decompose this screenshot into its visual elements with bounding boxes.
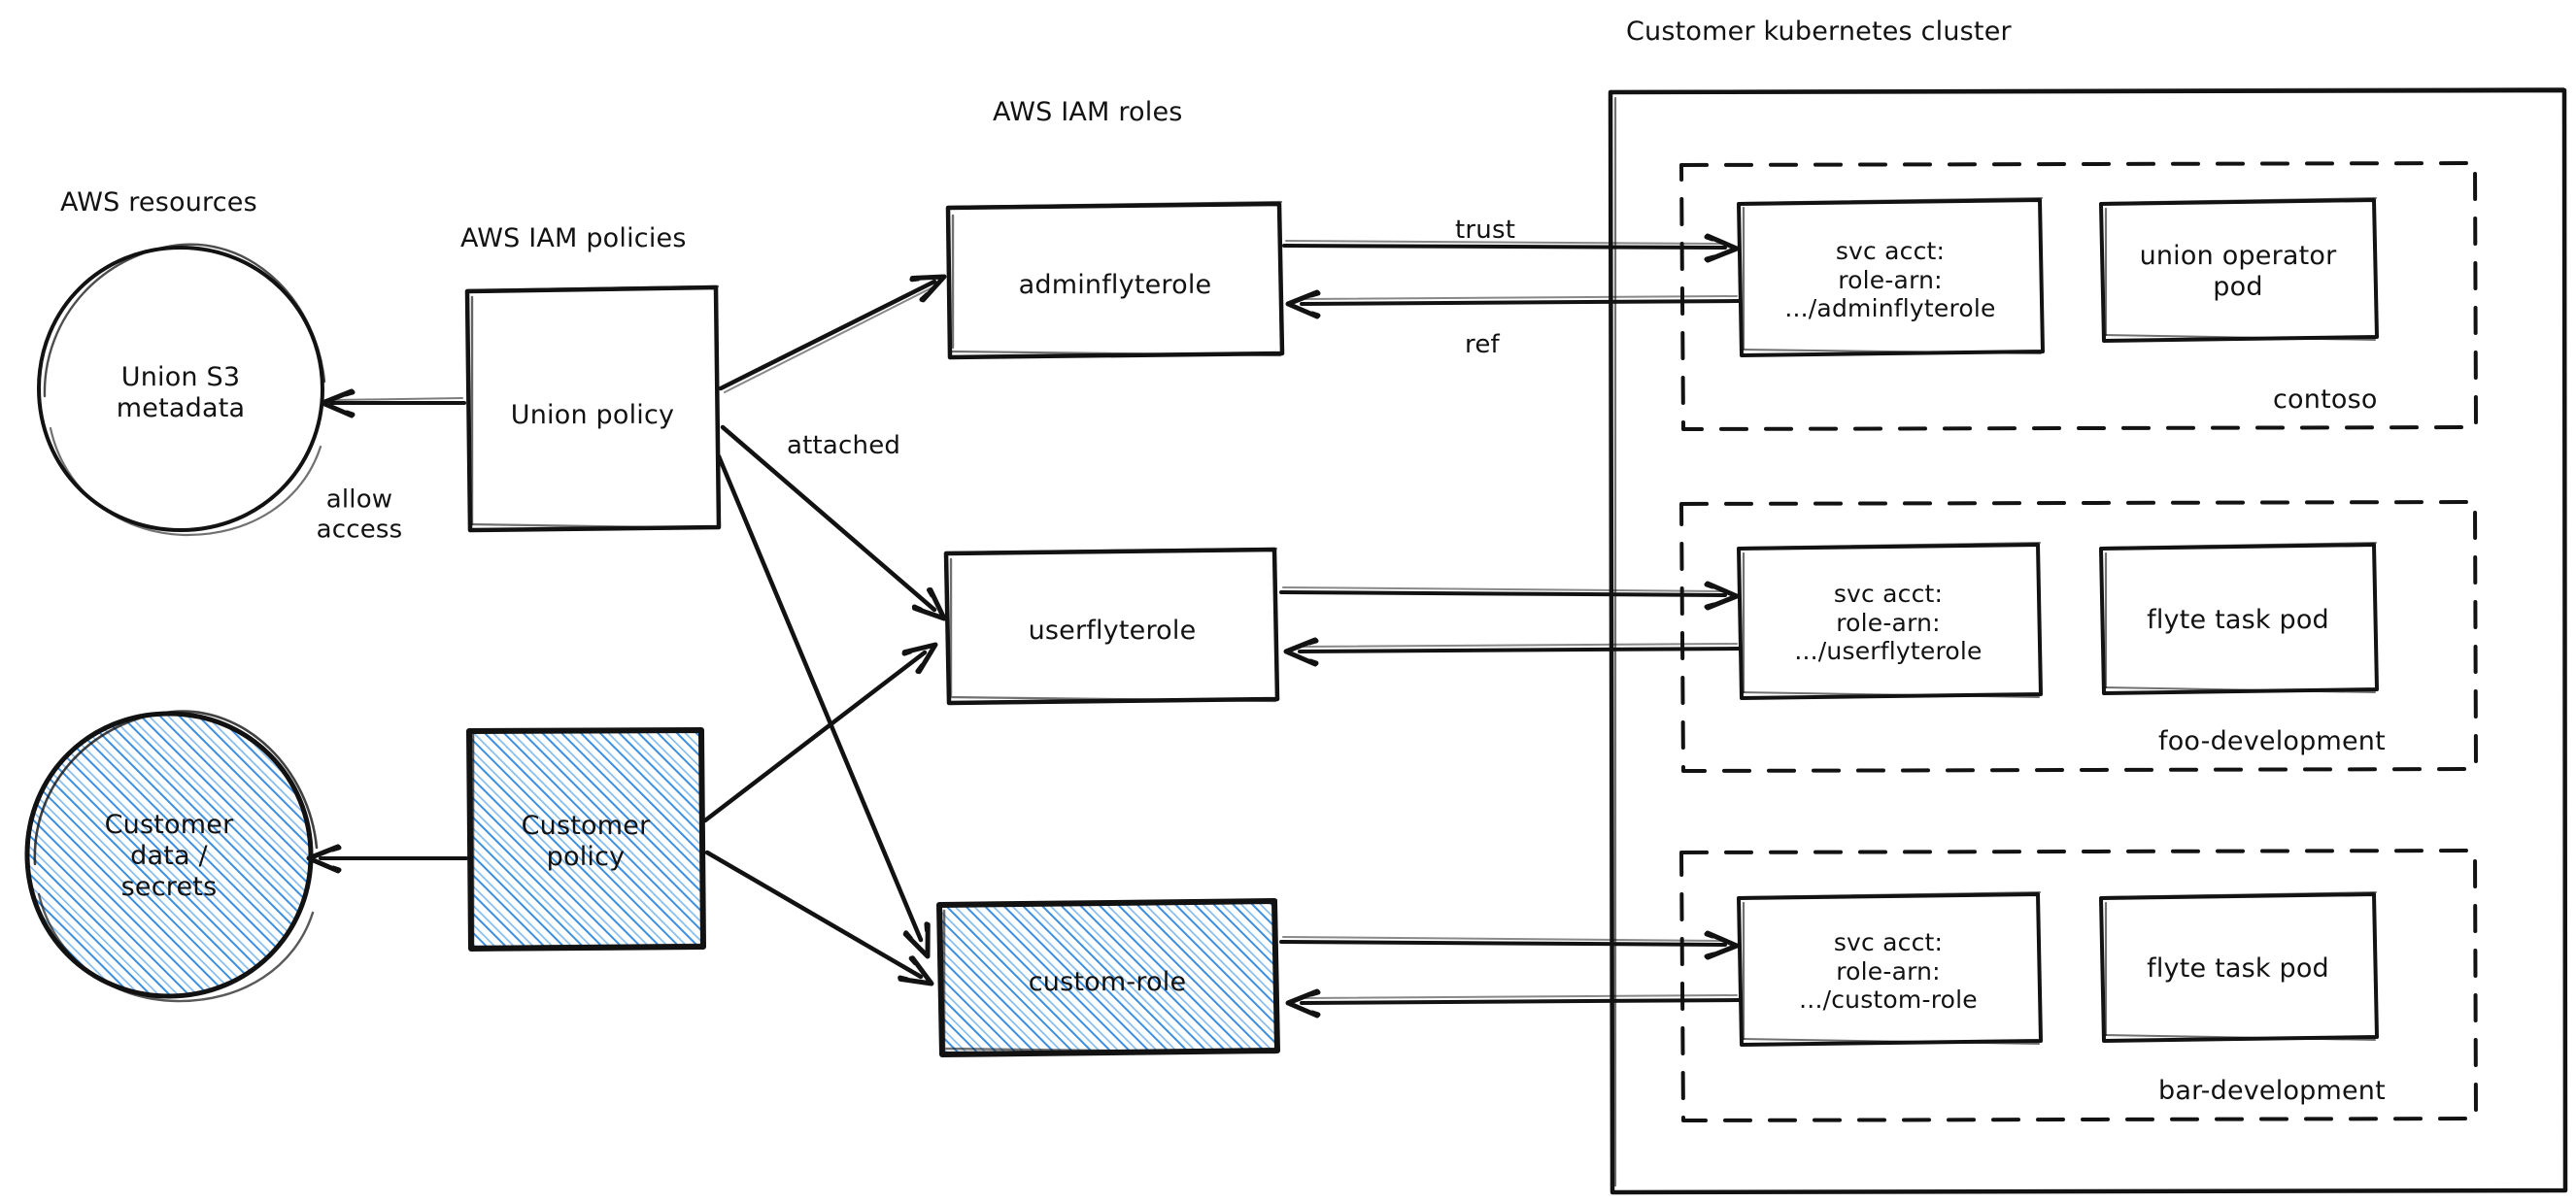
shape-customer-data-circle xyxy=(24,710,319,1003)
cluster-frame xyxy=(1608,86,2568,1195)
edge-svcacct-ref-adminflyterole xyxy=(1288,292,1741,317)
edge-userflyterole-trust-svcacct xyxy=(1279,584,1737,608)
pod-union-operator-box xyxy=(2099,197,2379,343)
namespace-foo-development-frame xyxy=(1679,500,2478,773)
edge-union-policy-to-union-s3 xyxy=(322,391,466,416)
edge-customer-policy-to-custom-role xyxy=(704,850,938,993)
namespace-contoso-frame xyxy=(1679,161,2478,431)
edge-union-policy-to-custom-role xyxy=(716,453,939,961)
svc-acct-contoso-box xyxy=(1737,197,2045,357)
edge-union-policy-to-userflyterole xyxy=(720,424,953,627)
edge-customer-policy-to-customer-data xyxy=(309,847,468,871)
edge-svcacct-ref-userflyterole xyxy=(1286,640,1741,664)
shape-adminflyterole-rect xyxy=(945,200,1285,360)
svc-acct-foo-box xyxy=(1737,542,2043,700)
edge-customer-policy-to-userflyterole xyxy=(702,635,942,823)
edge-customrole-trust-svcacct xyxy=(1279,933,1737,957)
shape-customer-policy-rect xyxy=(466,727,706,952)
namespace-bar-development-frame xyxy=(1679,849,2478,1122)
shape-userflyterole-rect xyxy=(943,547,1280,706)
edge-svcacct-ref-customrole xyxy=(1288,991,1741,1016)
pod-flyte-task-bar-box xyxy=(2099,891,2379,1043)
shape-union-policy-rect xyxy=(464,284,722,533)
pod-flyte-task-foo-box xyxy=(2099,542,2379,695)
shape-union-s3-circle xyxy=(37,243,326,537)
edge-adminflyterole-trust-svcacct xyxy=(1282,236,1737,260)
edge-union-policy-to-adminflyterole xyxy=(718,265,949,393)
svc-acct-bar-box xyxy=(1737,891,2043,1047)
shape-custom-role-rect xyxy=(936,898,1280,1057)
